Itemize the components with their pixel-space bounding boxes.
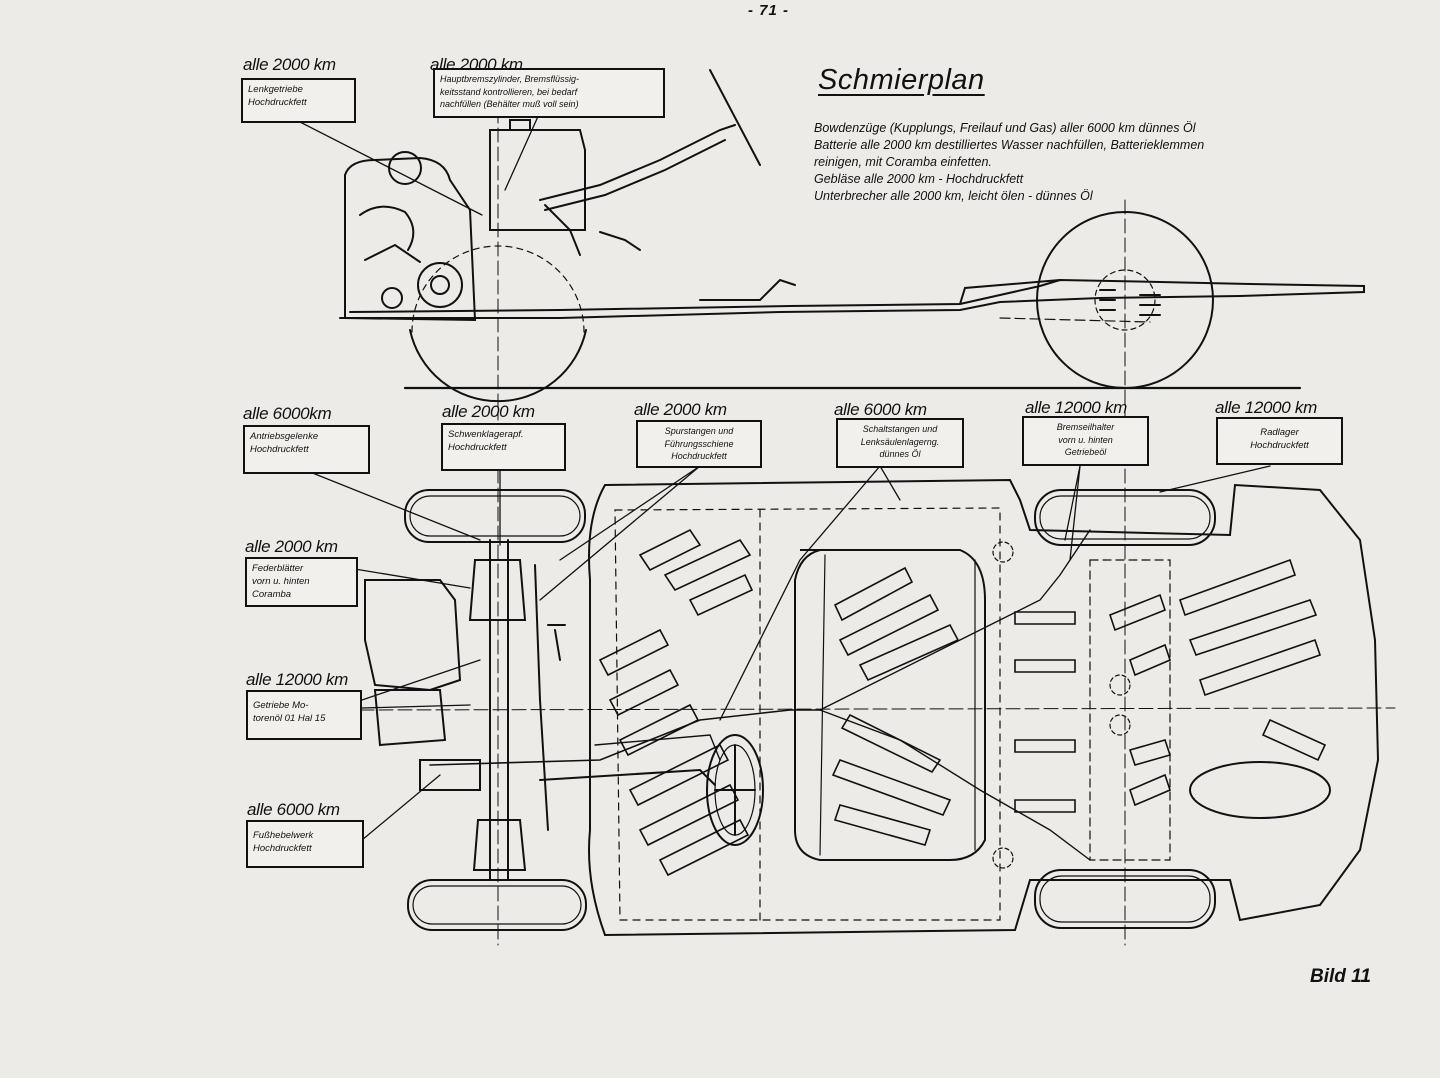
master-cylinder-label: Hauptbremszylinder, Bremsflüssig- keitss…	[433, 68, 665, 118]
steering-gear-interval: alle 2000 km	[243, 55, 336, 74]
shift-rods-interval: alle 6000 km	[834, 400, 927, 419]
gearbox-label: Getriebe Mo- torenöl 01 Hal 15	[246, 690, 362, 740]
steering-gear-label: Lenkgetriebe Hochdruckfett	[241, 78, 356, 123]
track-rods-interval: alle 2000 km	[634, 400, 727, 419]
drive-joints-interval: alle 6000km	[243, 404, 332, 423]
diagram-title: Schmierplan	[818, 64, 985, 96]
wheel-bearing-interval: alle 12000 km	[1215, 398, 1317, 417]
note-line: Unterbrecher alle 2000 km, leicht ölen -…	[814, 189, 1093, 203]
figure-label: Bild 11	[1310, 966, 1371, 987]
shift-rods-label: Schaltstangen und Lenksäulenlagerng. dün…	[836, 418, 964, 468]
track-rods-label: Spurstangen und Führungsschiene Hochdruc…	[636, 420, 762, 468]
side-view-chassis	[339, 69, 1365, 421]
gearbox-interval: alle 12000 km	[246, 670, 348, 689]
leaf-springs-label: Federblätter vorn u. hinten Coramba	[245, 557, 358, 607]
drive-joints-label: Antriebsgelenke Hochdruckfett	[243, 425, 370, 474]
swing-bearing-label: Schwenklagerapf. Hochdruckfett	[441, 423, 566, 471]
wheel-bearing-label: Radlager Hochdruckfett	[1216, 417, 1343, 465]
note-line: reinigen, mit Coramba einfetten.	[814, 155, 992, 169]
brake-cable-label: Bremseilhalter vorn u. hinten Getriebeöl	[1022, 416, 1149, 466]
leader-lines	[299, 111, 1271, 841]
top-view-chassis	[359, 449, 1396, 946]
brake-cable-interval: alle 12000 km	[1025, 398, 1127, 417]
note-line: Batterie alle 2000 km destilliertes Wass…	[814, 138, 1205, 152]
pedal-assembly-interval: alle 6000 km	[247, 800, 340, 819]
lubrication-notes: Bowdenzüge (Kupplungs, Freilauf und Gas)…	[814, 120, 1424, 205]
pedal-assembly-label: Fußhebelwerk Hochdruckfett	[246, 820, 364, 868]
note-line: Bowdenzüge (Kupplungs, Freilauf und Gas)…	[814, 121, 1196, 135]
note-line: Gebläse alle 2000 km - Hochdruckfett	[814, 172, 1024, 186]
page-number: - 71 -	[748, 2, 790, 19]
leaf-springs-interval: alle 2000 km	[245, 537, 338, 556]
swing-bearing-interval: alle 2000 km	[442, 402, 535, 421]
